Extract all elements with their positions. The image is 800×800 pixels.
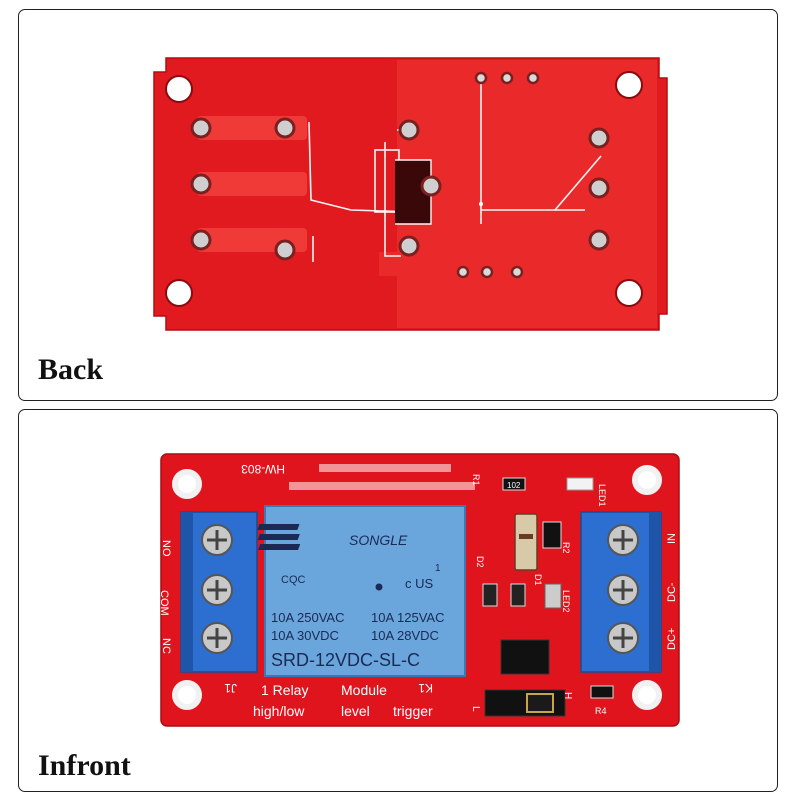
board-title-level: level [341, 703, 370, 719]
back-caption: Back [38, 353, 104, 386]
terminal-left-1: NO [160, 540, 172, 557]
relay-cert: CQC [281, 574, 306, 586]
relay-model: SRD-12VDC-SL-C [271, 650, 420, 670]
board-title-module: Module [341, 682, 387, 698]
label-r2: R2 [561, 542, 571, 554]
label-led1: LED1 [597, 484, 607, 507]
relay-brand: SONGLE [349, 532, 408, 548]
label-led2: LED2 [561, 590, 571, 613]
terminal-left-2: COM [158, 590, 170, 616]
relay-ul-mark: c US [405, 576, 434, 591]
front-pcb-image: HW-803 R1 LED1 NO COM NC SONGLE [158, 453, 680, 727]
board-title-relay: 1 Relay [261, 682, 308, 698]
label-h: H [562, 692, 573, 699]
label-l: L [470, 706, 481, 712]
label-k1: K1 [418, 681, 433, 695]
back-pcb-image [153, 57, 668, 331]
front-caption: Infront [38, 749, 131, 782]
board-title-trigger: trigger [393, 703, 433, 719]
terminal-right-1: IN [666, 533, 678, 544]
label-d1: D1 [533, 574, 543, 586]
relay-ul-number: 1 [435, 563, 441, 574]
relay-rating-2b: 10A 28VDC [371, 628, 439, 643]
terminal-right-2: DC- [666, 582, 678, 602]
terminal-right-3: DC+ [666, 628, 678, 650]
label-d2: D2 [475, 556, 485, 568]
relay-rating-2a: 10A 30VDC [271, 628, 339, 643]
label-r1: R1 [471, 474, 481, 486]
relay-rating-1b: 10A 125VAC [371, 610, 444, 625]
optocoupler [500, 639, 550, 675]
front-panel: HW-803 R1 LED1 NO COM NC SONGLE [18, 409, 778, 792]
board-title-highlow: high/low [253, 703, 305, 719]
resistor-code: 102 [507, 481, 521, 490]
terminal-left-3: NC [160, 638, 172, 654]
back-panel: Back [18, 9, 778, 401]
label-r4: R4 [595, 706, 607, 716]
relay-rating-1a: 10A 250VAC [271, 610, 344, 625]
label-j1: J1 [224, 681, 237, 695]
board-model-text: HW-803 [241, 462, 285, 476]
